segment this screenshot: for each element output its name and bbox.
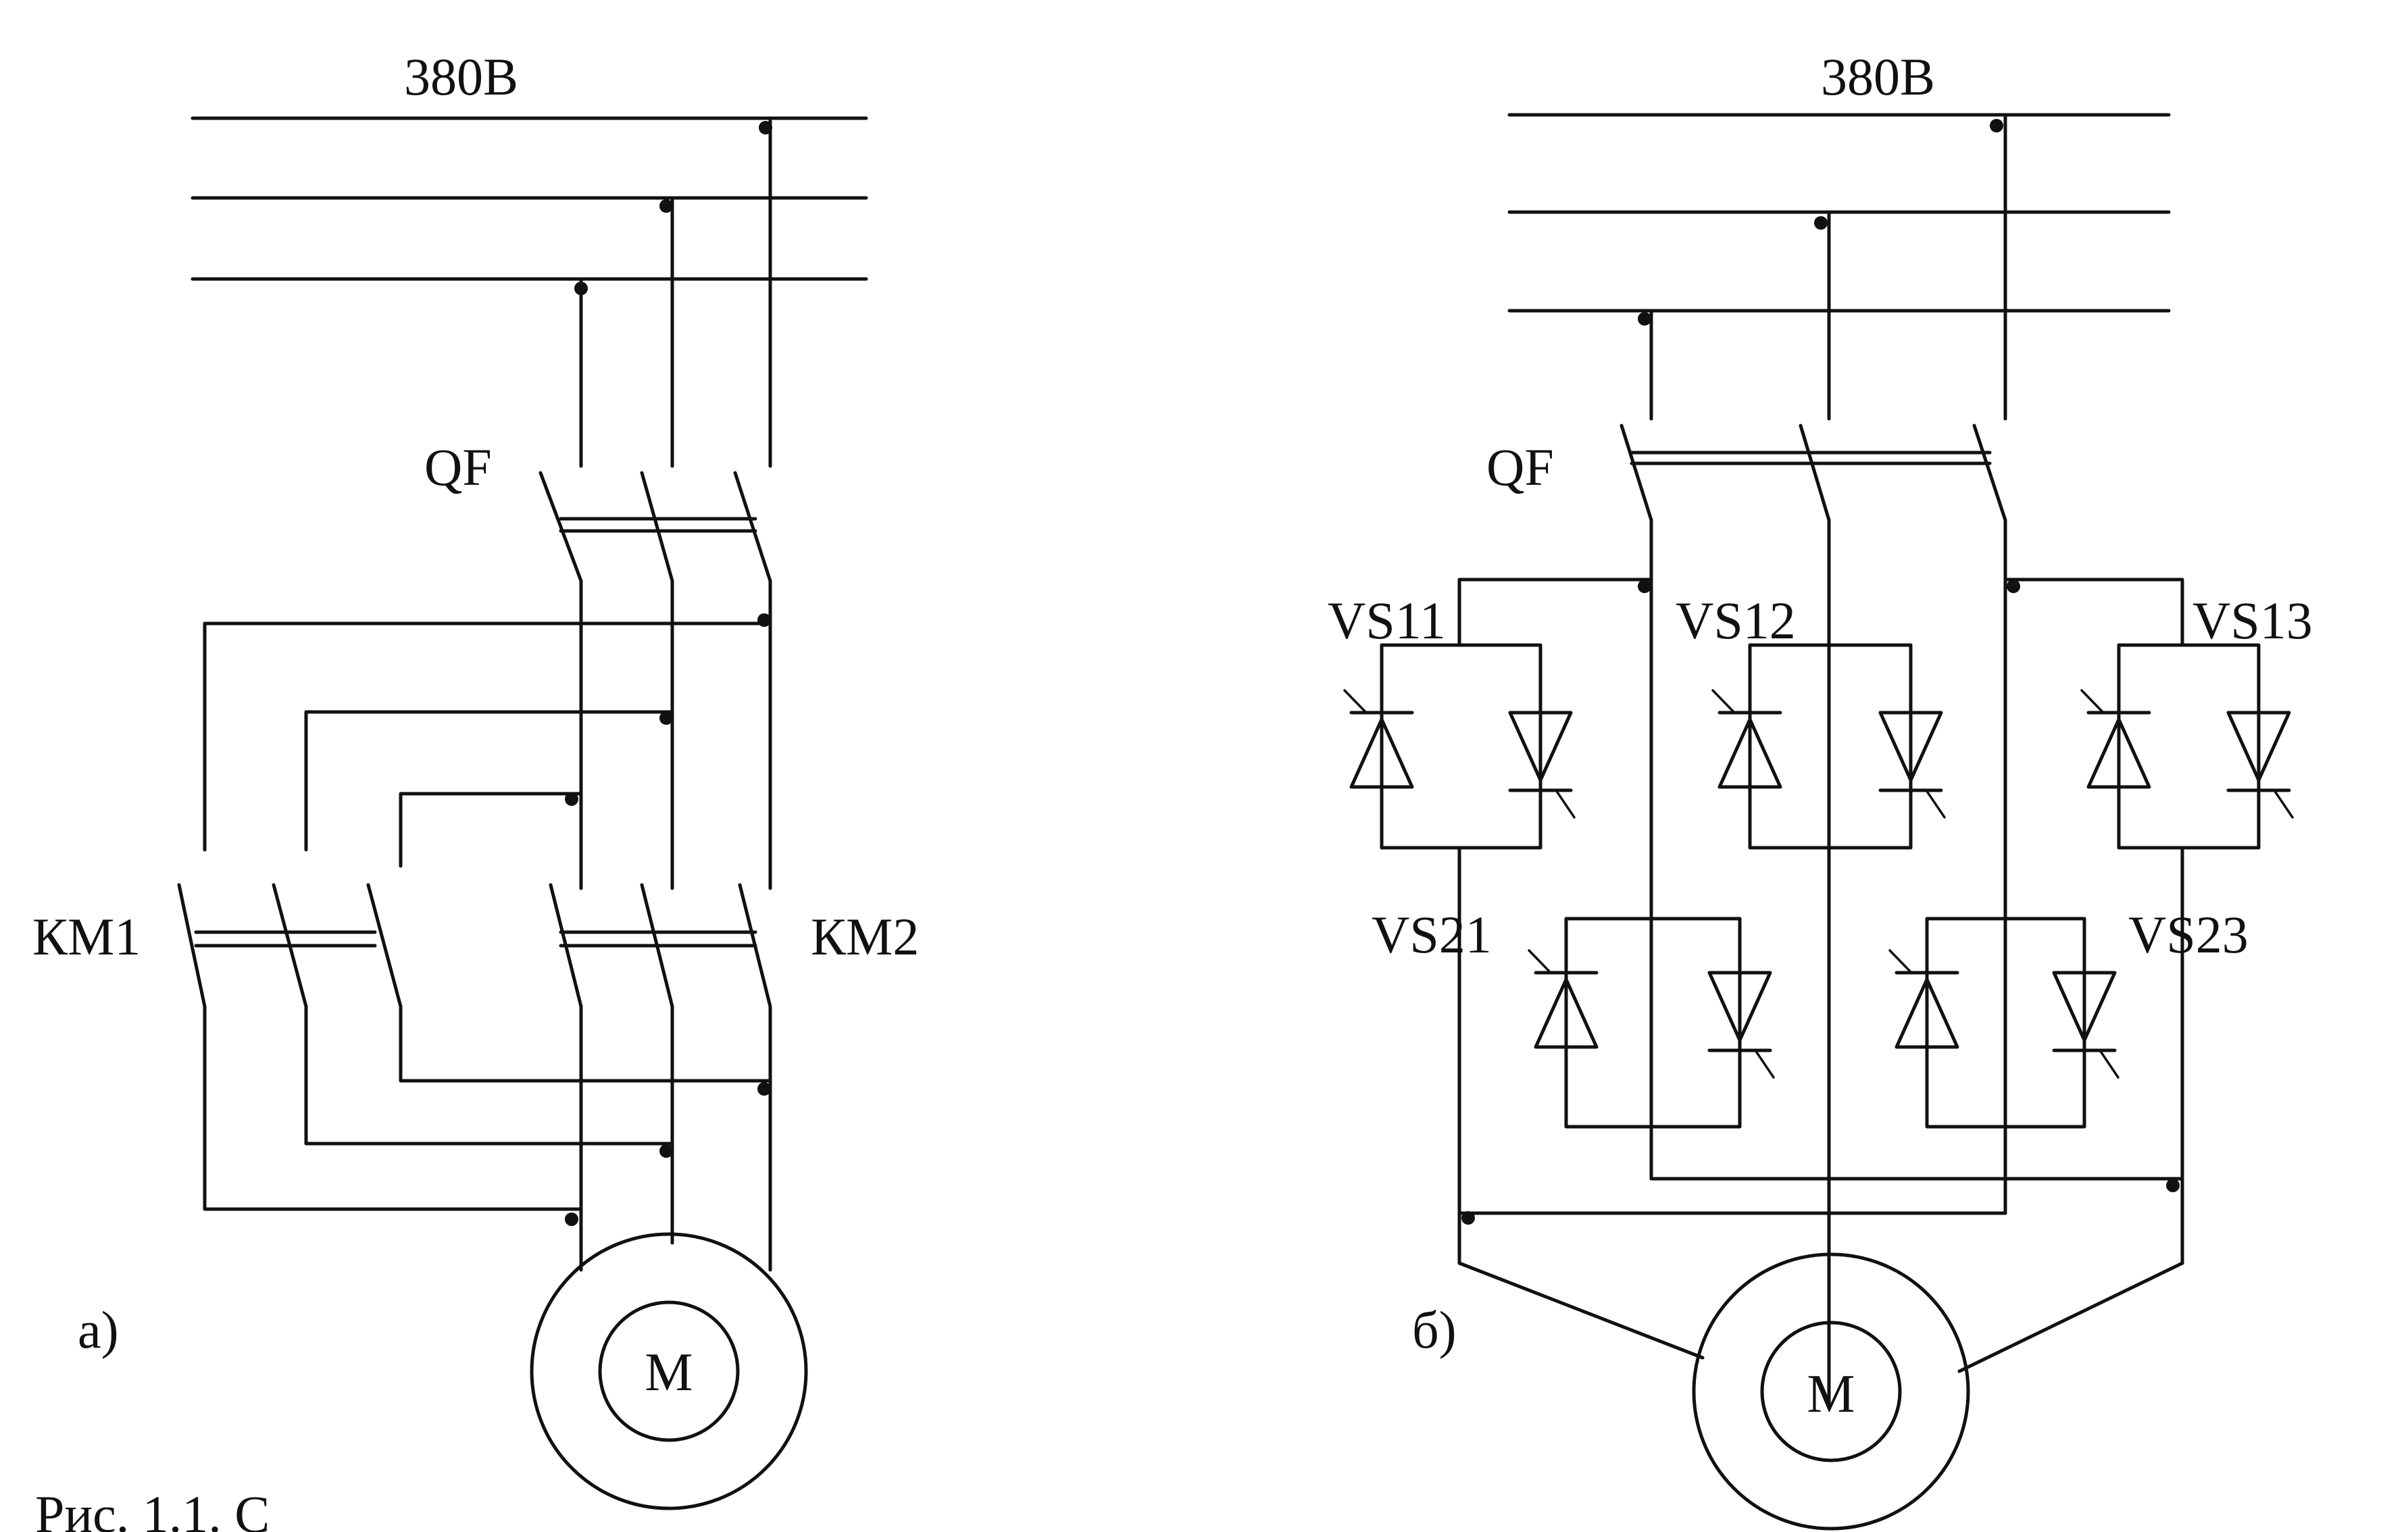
motor-label-a: M [645, 1343, 693, 1402]
motor-leads-a [579, 1004, 772, 1272]
thyristor-label-vs12: VS12 [1676, 591, 1796, 650]
thyristor-label-vs21: VS21 [1372, 905, 1492, 964]
feeders-a [579, 116, 772, 468]
thyristor-pair-vs11 [1343, 643, 1576, 850]
supply-bus-a [191, 116, 868, 295]
contactor-km1 [177, 883, 403, 1008]
motor-a: M [530, 1232, 808, 1510]
breaker-label-b: QF [1486, 438, 1554, 496]
figure-caption: Рис. 1.1. С [35, 1485, 270, 1532]
contactor1-label: КМ1 [32, 907, 141, 966]
thyristor-label-vs11: VS11 [1328, 591, 1446, 650]
thyristor-pair-vs23 [1888, 917, 2119, 1129]
km1-outputs-a [203, 1004, 772, 1226]
supply-bus-b [1507, 113, 2171, 326]
diagram-a: 380В QF [32, 47, 919, 1510]
contactor-km2 [549, 883, 772, 1008]
supply-label-a: 380В [404, 47, 518, 106]
km1-taps-a [203, 613, 772, 868]
diagram-b: 380В QF [1328, 47, 2313, 1531]
feeders-b [1649, 113, 2007, 421]
thyristor-label-vs13: VS13 [2192, 591, 2313, 650]
breaker-qf-b [1620, 424, 2007, 522]
thyristor-pair-vs13 [2080, 643, 2294, 850]
contactor2-label: КМ2 [811, 907, 919, 966]
motor-label-b: M [1807, 1364, 1855, 1424]
phase-conductors-a [579, 579, 772, 890]
supply-label-b: 380В [1821, 47, 1935, 106]
breaker-qf-a [538, 471, 772, 583]
interconnects-b [1457, 846, 2184, 1265]
thyristor-label-vs23: VS23 [2128, 905, 2249, 964]
breaker-label-a: QF [424, 438, 492, 496]
panel-label-a: а) [78, 1300, 119, 1359]
panel-label-b: б) [1412, 1300, 1457, 1359]
motor-b: M [1457, 1252, 2184, 1531]
